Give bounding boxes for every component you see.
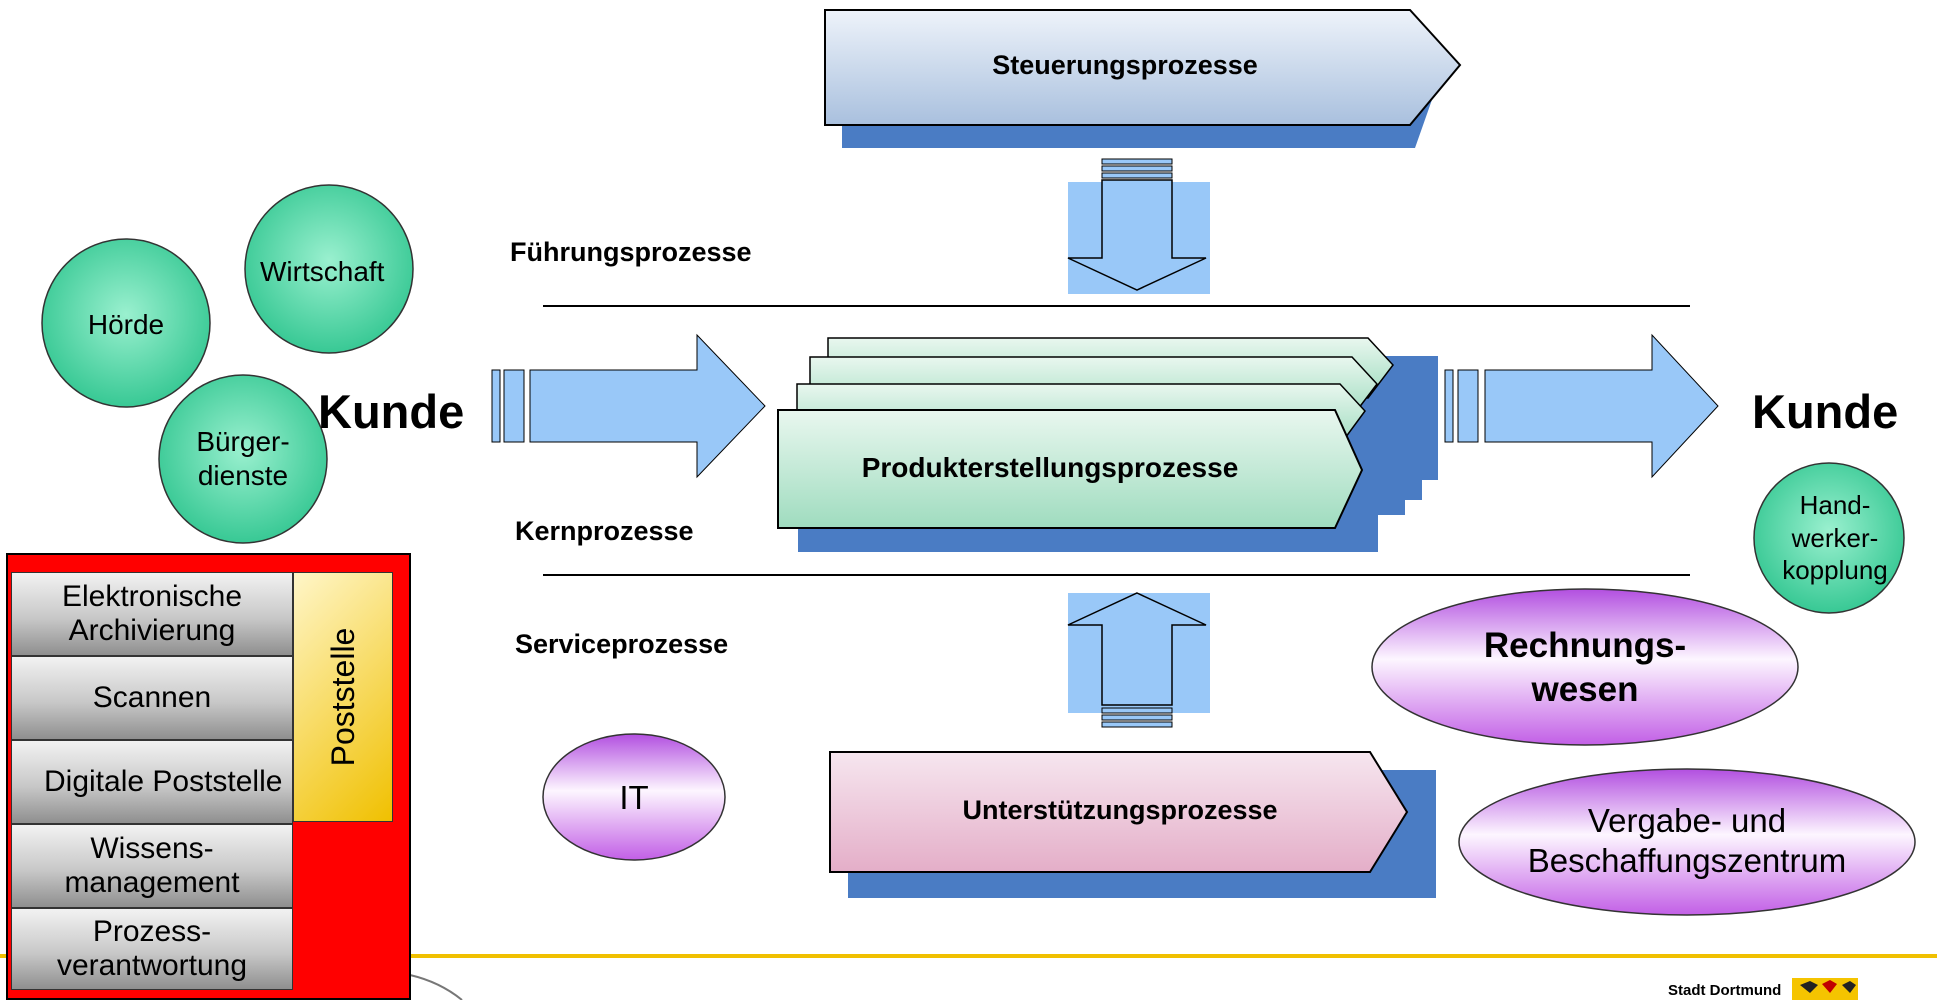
ellipse-vergabe <box>1458 768 1916 916</box>
customer-right: Kunde <box>1752 385 1899 438</box>
up-arrow <box>1067 592 1210 728</box>
ellipse-vergabe-label: Vergabe- und Beschaffungszentrum <box>1480 796 1894 886</box>
ellipse-rechnung-line1: Rechnungs- <box>1483 626 1687 666</box>
ellipse-vergabe-line2: Beschaffungszentrum <box>1527 842 1847 879</box>
ellipse-rechnungswesen <box>1371 588 1799 746</box>
circle-buerger-line2: dienste <box>197 460 289 491</box>
circle-handwerker-line1: Hand- <box>1799 490 1871 521</box>
panel-item-prozessverantwortung[interactable]: Prozess- verantwortung <box>11 908 293 990</box>
panel-item-label: management <box>64 866 240 899</box>
circle-handwerker-line3: kopplung <box>1782 555 1888 586</box>
steuerung-label: Steuerungsprozesse <box>992 49 1258 80</box>
circle-handwerker-line2: werker- <box>1791 522 1879 553</box>
panel-item-scannen[interactable]: Scannen <box>11 656 293 740</box>
unterstuetzung-process-shape <box>829 751 1436 898</box>
input-arrow <box>491 333 766 479</box>
panel-item-digitale-poststelle[interactable]: Digitale Poststelle <box>11 740 293 824</box>
circle-buerger <box>158 374 328 544</box>
panel-item-label: Digitale Poststelle <box>44 764 283 798</box>
panel-item-wissensmanagement[interactable]: Wissens- management <box>11 824 293 908</box>
output-arrow <box>1444 333 1719 479</box>
steuerung-process-shape <box>824 9 1462 148</box>
panel-item-archivierung[interactable]: Elektronische Archivierung <box>11 572 293 656</box>
ellipse-it <box>542 733 726 861</box>
poststelle-label: Poststelle <box>324 627 361 767</box>
panel-item-label: Prozess- <box>92 914 212 948</box>
dortmund-logo <box>1792 978 1858 1000</box>
level-service: Serviceprozesse <box>515 629 729 659</box>
circle-hoerde <box>41 238 211 408</box>
down-arrow <box>1067 158 1210 294</box>
circle-handwerker <box>1753 462 1905 614</box>
circle-handwerker-label: Hand- werker- kopplung <box>1760 483 1910 593</box>
ellipse-rechnung-label: Rechnungs- wesen <box>1410 622 1760 714</box>
circle-buerger-label: Bürger- dienste <box>163 418 323 500</box>
unterstuetzung-label: Unterstützungsprozesse <box>962 794 1278 825</box>
produkt-process-stack <box>777 337 1438 552</box>
level-kern: Kernprozesse <box>515 516 694 546</box>
ellipse-it-label: IT <box>619 779 649 816</box>
ellipse-vergabe-line1: Vergabe- und <box>1587 802 1787 840</box>
panel-item-label: Scannen <box>92 680 212 714</box>
level-fuehrung: Führungsprozesse <box>510 237 752 267</box>
panel-item-label: verantwortung <box>56 949 248 982</box>
footer-city: Stadt Dortmund <box>1668 982 1782 999</box>
circle-buerger-line1: Bürger- <box>196 426 290 458</box>
panel-item-label: Wissens- <box>90 831 214 865</box>
circle-hoerde-label: Hörde <box>87 309 165 340</box>
customer-left: Kunde <box>318 385 465 438</box>
ellipse-rechnung-line2: wesen <box>1531 670 1639 709</box>
produkt-label: Produkterstellungsprozesse <box>861 452 1239 483</box>
panel-item-label: Archivierung <box>68 614 236 647</box>
circle-wirtschaft-label: Wirtschaft <box>260 256 385 287</box>
poststelle-box[interactable] <box>293 572 393 822</box>
panel-item-label: Elektronische <box>61 579 243 613</box>
circle-wirtschaft <box>244 184 414 354</box>
footer-decoration <box>409 974 463 1000</box>
